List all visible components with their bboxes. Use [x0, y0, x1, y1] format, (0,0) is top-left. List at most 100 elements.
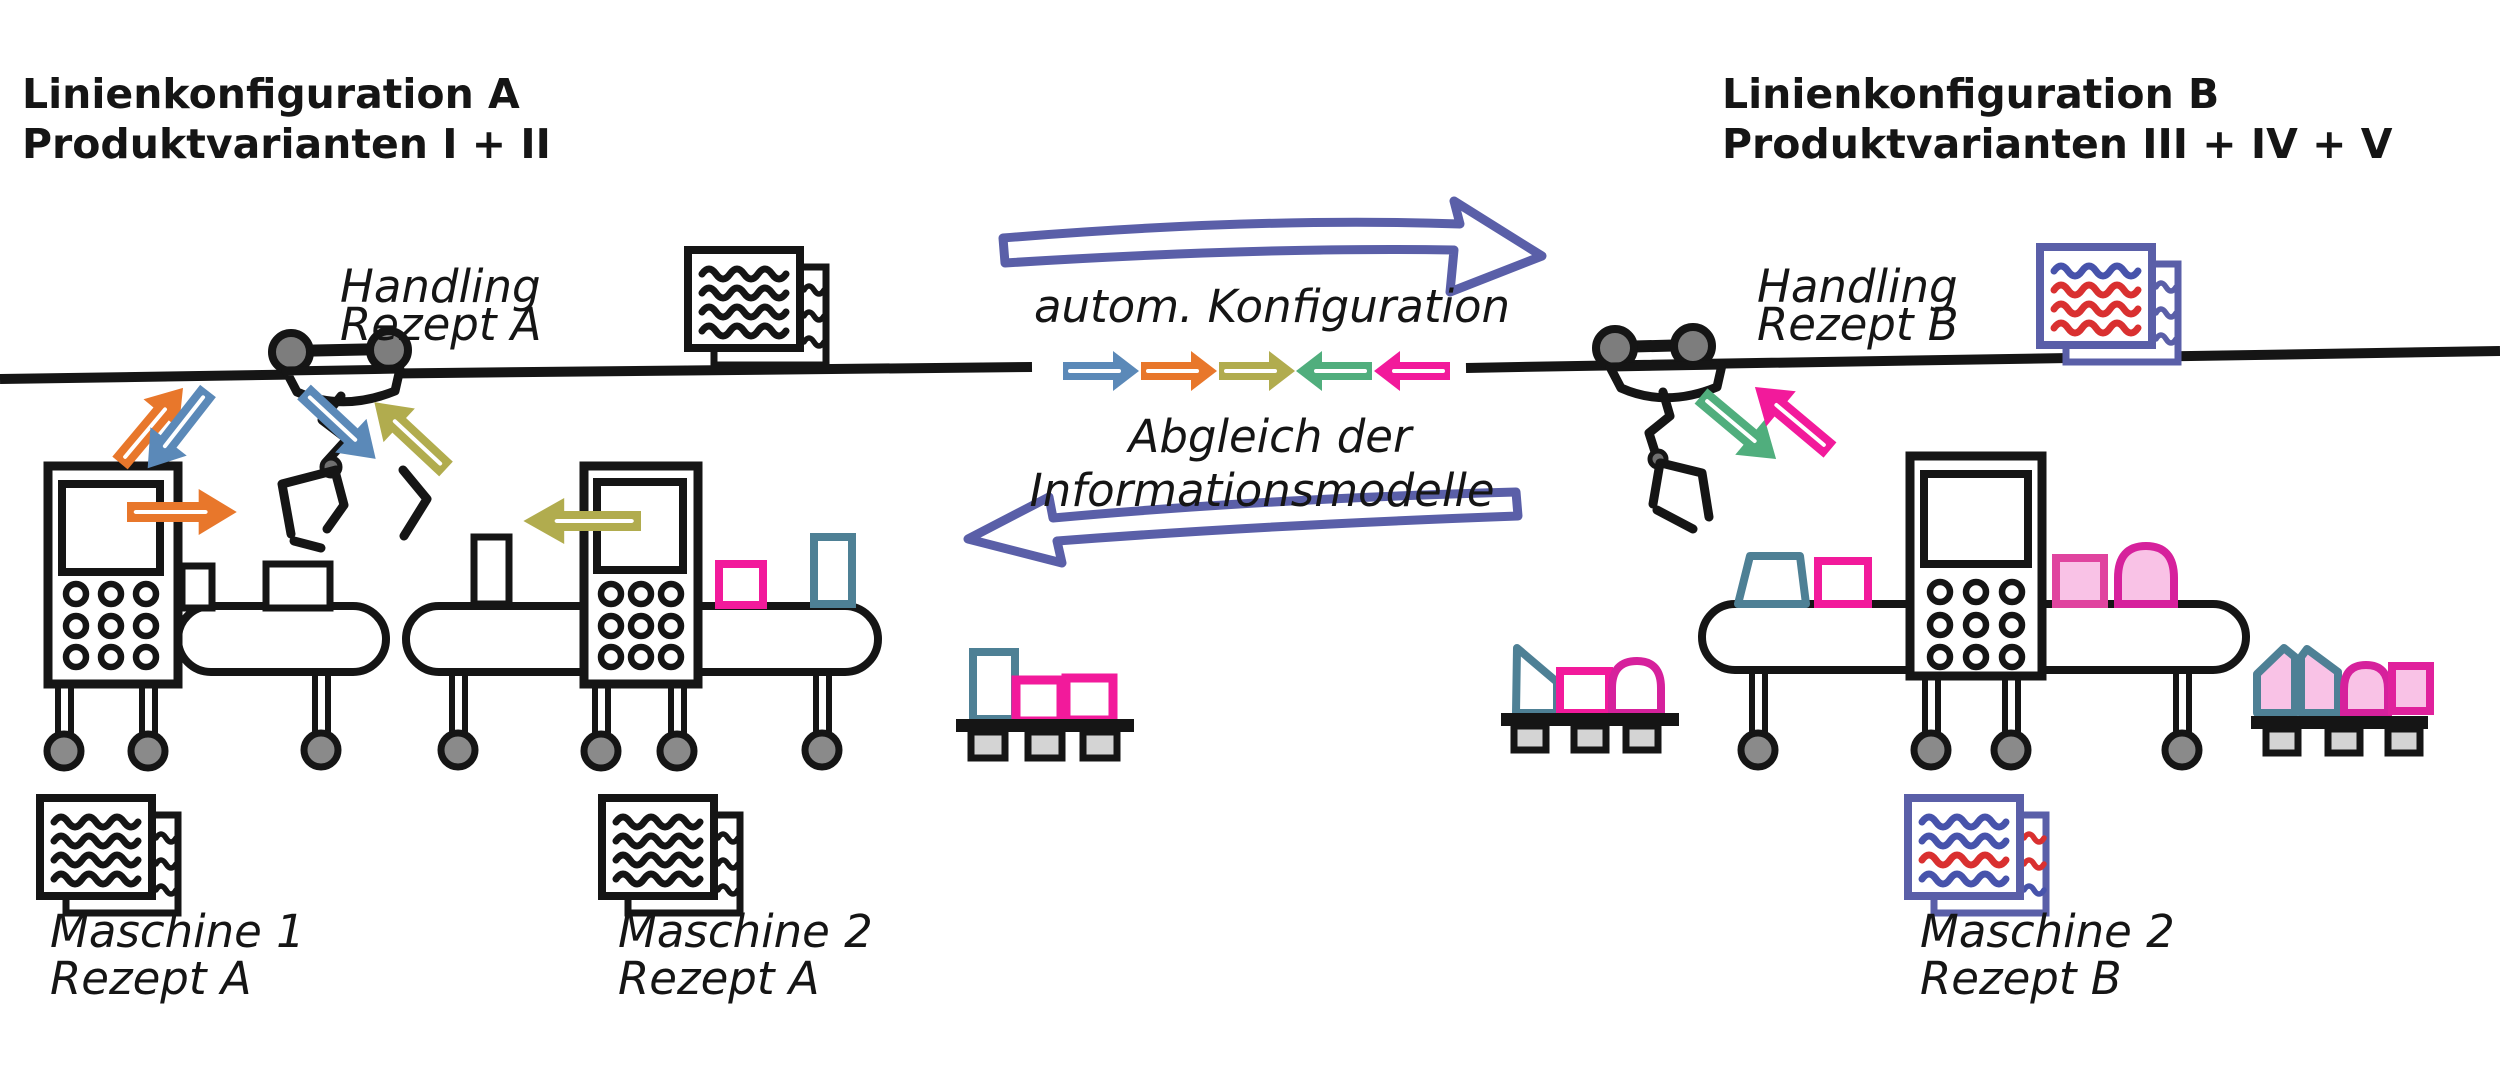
cabinet-leg — [2002, 672, 2021, 740]
robot-trolley-wheel — [1670, 323, 1716, 369]
robot-trolley-wheel — [268, 329, 314, 375]
robot-arm — [1644, 387, 1675, 460]
product-box — [262, 560, 334, 612]
conveyor-leg — [1749, 663, 1768, 743]
machine-2a-recipe-label: Rezept A — [618, 952, 820, 1005]
sync-label-line1: Abgleich der — [1126, 410, 1414, 463]
product-box-pink — [1011, 675, 1066, 726]
pallet-foot — [2262, 725, 2302, 757]
wheel-icon — [1737, 729, 1779, 771]
robot-gripper-icon — [277, 465, 341, 539]
wheel-icon — [1990, 729, 2032, 771]
sync-label-line2: Informationsmodelle — [1029, 464, 1494, 517]
product-box-teal — [969, 648, 1019, 723]
cabinet-leg — [1922, 672, 1941, 740]
machine-buttons — [597, 580, 685, 671]
machine-1-label: Maschine 1 — [50, 905, 305, 958]
information-model-sync-arrows-icon — [1063, 351, 1450, 391]
wheel-icon — [801, 729, 843, 771]
wheel-icon — [580, 730, 622, 772]
config-transfer-arrow-left-icon — [963, 487, 1523, 568]
product-box-pink — [1556, 667, 1613, 717]
robot-trolley-wheel — [1592, 325, 1638, 371]
line-a-robot — [268, 327, 432, 553]
wheel-icon — [437, 729, 479, 771]
machine-buttons — [1926, 578, 2026, 671]
conveyor-leg — [2173, 663, 2192, 743]
robot-gripper-icon — [1656, 458, 1714, 522]
pallet-foot — [2324, 725, 2364, 757]
line-b-output-pallet — [2251, 644, 2434, 757]
robot-gripper-finger — [398, 465, 432, 541]
robot-gripper-icon — [1648, 458, 1665, 509]
robot-gripper-icon — [322, 466, 349, 534]
product-box-pink-filled — [2052, 554, 2108, 608]
product-dome-pink-filled — [2114, 541, 2178, 608]
product-box-pink — [715, 560, 767, 609]
wheel-icon — [2161, 729, 2203, 771]
machine-2b-recipe-label: Rezept B — [1920, 952, 2122, 1005]
wheel-icon — [127, 730, 169, 772]
machine-1-recipe-label: Rezept A — [50, 952, 252, 1005]
transport-line-left — [0, 362, 1033, 384]
product-box-pink — [1061, 673, 1118, 725]
line-a-subtitle: Produktvarianten I + II — [22, 120, 551, 168]
line-b-machine-2 — [1698, 451, 2250, 771]
handling-a-label: Handling — [340, 260, 541, 313]
handling-recipe-a-doc — [684, 246, 830, 369]
sync-arrow-olive — [1219, 351, 1295, 391]
pallet-foot — [2384, 725, 2424, 757]
line-a-machine-1 — [43, 461, 390, 772]
sync-arrow-green — [1296, 351, 1372, 391]
product-box-pink — [1814, 557, 1872, 608]
pallet-foot — [1510, 722, 1550, 754]
wheel-icon — [1910, 729, 1952, 771]
line-a-output-pallet — [956, 648, 1134, 762]
product-box-teal — [810, 533, 856, 608]
robot-gripper-icon — [289, 536, 326, 553]
machine-1-recipe-a-doc — [36, 794, 182, 917]
product-house-teal-filled — [2297, 645, 2342, 717]
sync-arrow-pink — [1374, 351, 1450, 391]
robot-gripper-icon — [1652, 505, 1698, 534]
machine-2-recipe-a-doc — [598, 794, 744, 917]
line-b-title: Linienkonfiguration B — [1722, 70, 2219, 118]
pallet-foot — [1622, 722, 1662, 754]
product-dome-pink-filled — [2340, 660, 2392, 717]
product-house-teal-filled — [2253, 644, 2299, 717]
product-box-pink-filled — [2388, 662, 2434, 715]
wheel-icon — [300, 729, 342, 771]
config-transfer-arrow-right-icon — [998, 196, 1547, 297]
line-b-input-pallet — [1501, 644, 1679, 754]
handling-a-recipe-label: Rezept A — [340, 298, 542, 351]
handling-b-recipe-label: Rezept B — [1757, 298, 1959, 351]
machine-screen — [58, 480, 164, 576]
auto-config-label: autom. Konfiguration — [1034, 280, 1510, 333]
product-box — [470, 533, 513, 608]
conveyor-belt-icon — [174, 602, 390, 676]
wheel-icon — [43, 730, 85, 772]
line-a-machine-2 — [402, 461, 882, 772]
sync-arrow-orange — [1141, 351, 1217, 391]
product-wedge-teal — [1734, 552, 1810, 608]
product-box — [178, 562, 216, 612]
line-b-robot — [1592, 323, 1727, 534]
product-dome-pink — [1608, 656, 1665, 717]
pallet-foot — [1024, 728, 1066, 762]
machine-buttons — [62, 580, 160, 671]
machine-screen — [1920, 470, 2032, 568]
machine-2a-label: Maschine 2 — [618, 905, 873, 958]
line-a-title: Linienkonfiguration A — [22, 70, 520, 118]
wheel-icon — [656, 730, 698, 772]
pallet-foot — [1079, 728, 1121, 762]
pallet-foot — [967, 728, 1009, 762]
handling-b-label: Handling — [1757, 260, 1958, 313]
sync-arrow-blue — [1063, 351, 1139, 391]
machine-2b-label: Maschine 2 — [1920, 905, 2175, 958]
product-wedge-teal — [1512, 644, 1561, 717]
line-b-subtitle: Produktvarianten III + IV + V — [1722, 120, 2393, 168]
handling-recipe-b-doc — [2036, 243, 2182, 366]
robot-carriage — [1605, 360, 1727, 403]
